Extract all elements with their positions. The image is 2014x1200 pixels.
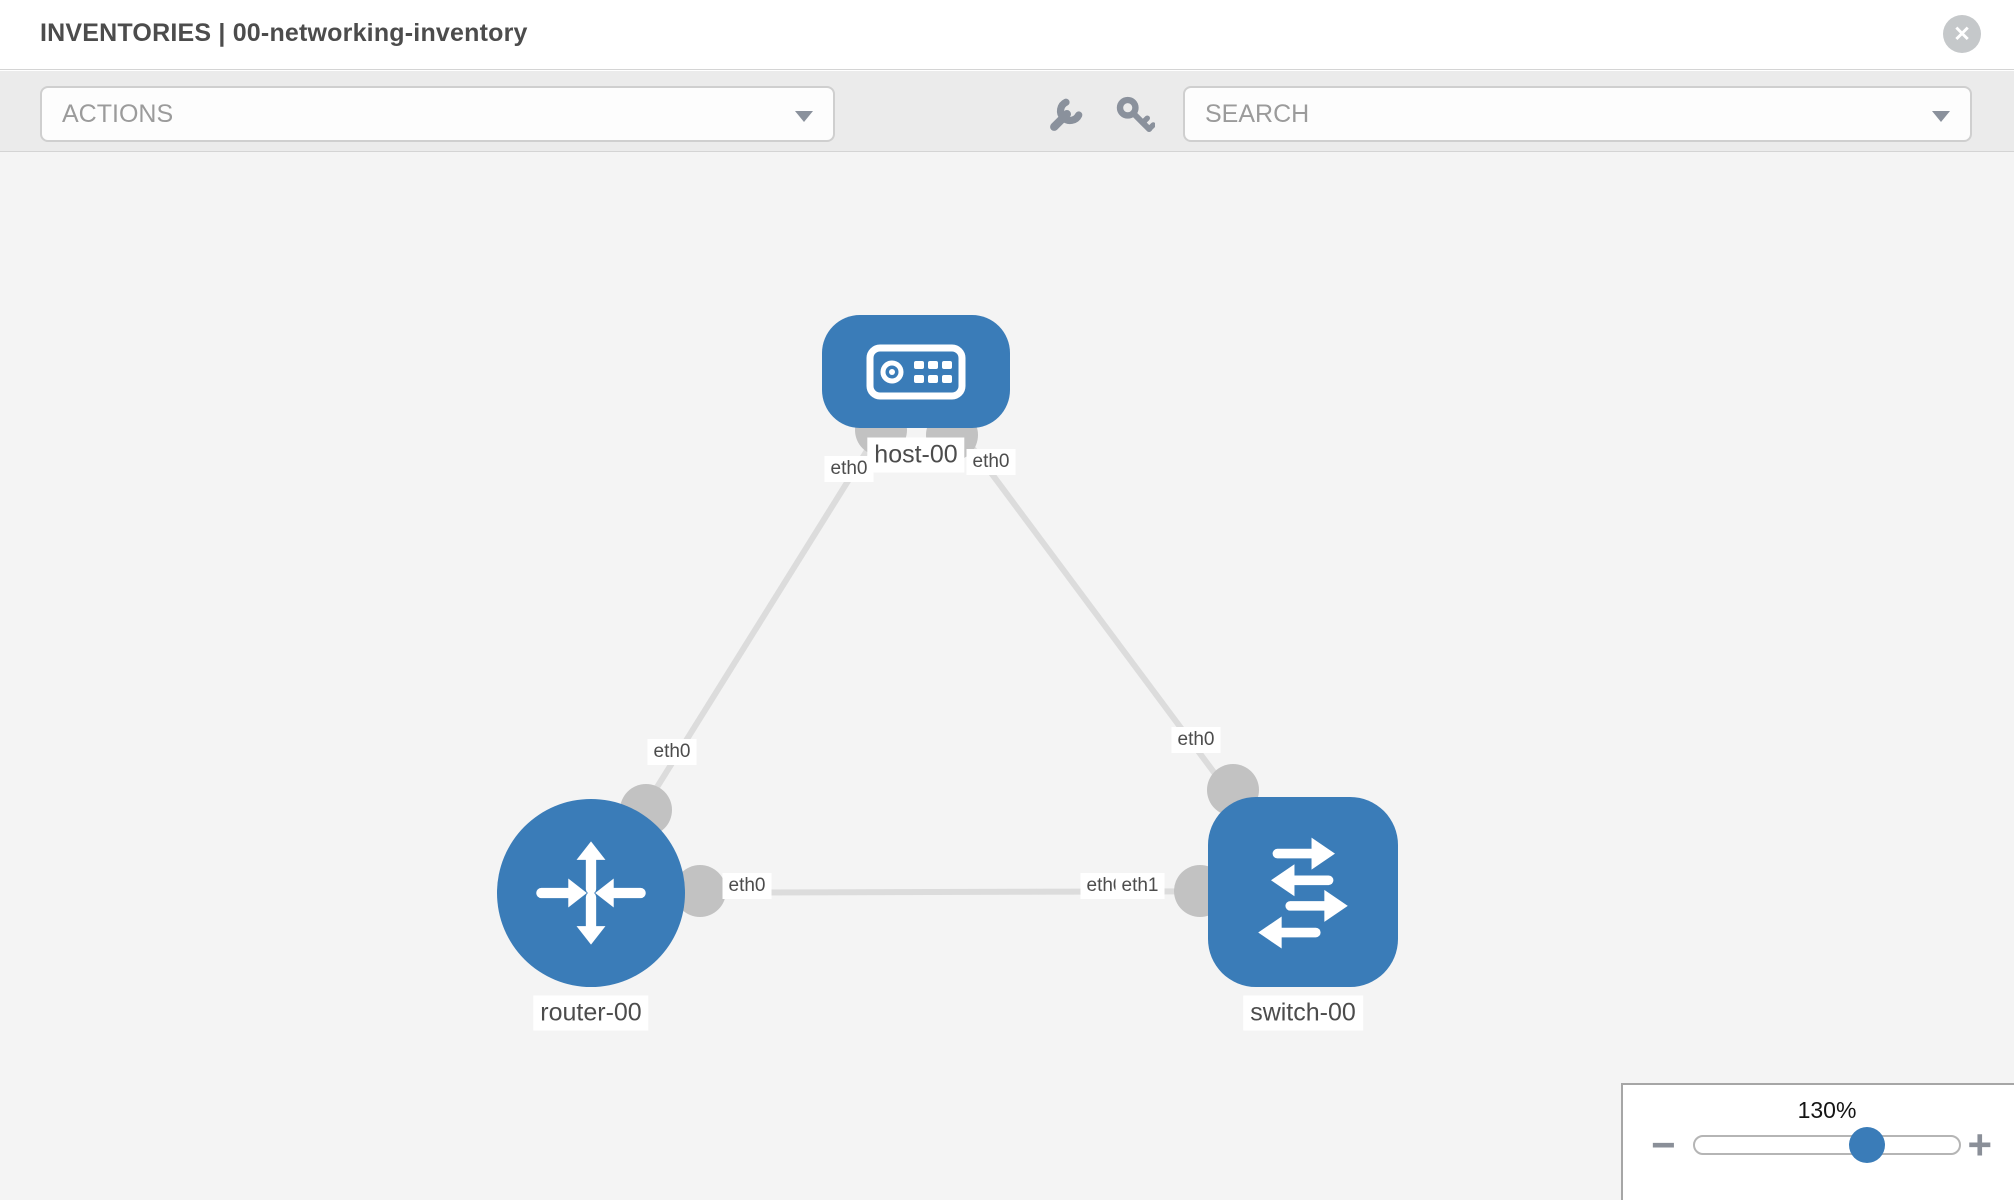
interface-label-host-eth0-right: eth0 [966,449,1016,475]
wrench-icon[interactable] [1046,95,1086,135]
header: INVENTORIES | 00-networking-inventory ✕ [0,0,2014,70]
chevron-down-icon [795,111,813,122]
zoom-panel: 130% − + [1621,1083,2014,1200]
node-router-00[interactable] [497,799,685,987]
host-icon [866,344,966,399]
links-layer [588,370,1306,917]
router-icon [536,841,646,945]
interface-label-router-eth0-right: eth0 [722,873,772,899]
interface-label-router-eth0-top: eth0 [647,739,697,765]
wrench-icon-svg [1050,98,1083,131]
topology-canvas[interactable]: host-00 router-00 switch-00 eth0 eth0 et… [0,152,2014,1200]
key-icon[interactable] [1115,95,1156,135]
interface-label-host-eth0-left: eth0 [824,456,874,482]
page-title: INVENTORIES | 00-networking-inventory [40,19,528,47]
zoom-level: 130% [1797,1097,1857,1123]
search-placeholder: SEARCH [1205,99,1310,128]
node-label-router-00[interactable]: router-00 [533,995,649,1031]
node-label-host-00[interactable]: host-00 [867,437,965,473]
actions-dropdown-label: ACTIONS [62,99,174,128]
switch-icon [1258,837,1348,949]
zoom-in-button[interactable]: + [1967,1121,1992,1168]
endpoint-router-eth0b[interactable] [674,865,726,917]
zoom-out-button[interactable]: − [1651,1121,1676,1168]
search-dropdown[interactable]: SEARCH [1183,86,1972,142]
actions-dropdown[interactable]: ACTIONS [40,86,835,142]
interface-label-switch-eth0-top: eth0 [1171,727,1221,753]
zoom-slider-track[interactable] [1693,1127,1961,1163]
close-icon: ✕ [1953,22,1971,46]
zoom-slider-thumb[interactable] [1849,1127,1885,1163]
toolbar: ACTIONS SEARCH [0,71,2014,152]
close-button[interactable]: ✕ [1943,15,1981,53]
chevron-down-icon [1932,111,1950,122]
node-switch-00[interactable] [1208,797,1398,987]
interface-label-switch-eth1: eth1 [1115,873,1165,899]
node-host-00[interactable] [822,315,1010,428]
key-icon-svg [1116,96,1156,133]
node-label-switch-00[interactable]: switch-00 [1243,995,1363,1031]
